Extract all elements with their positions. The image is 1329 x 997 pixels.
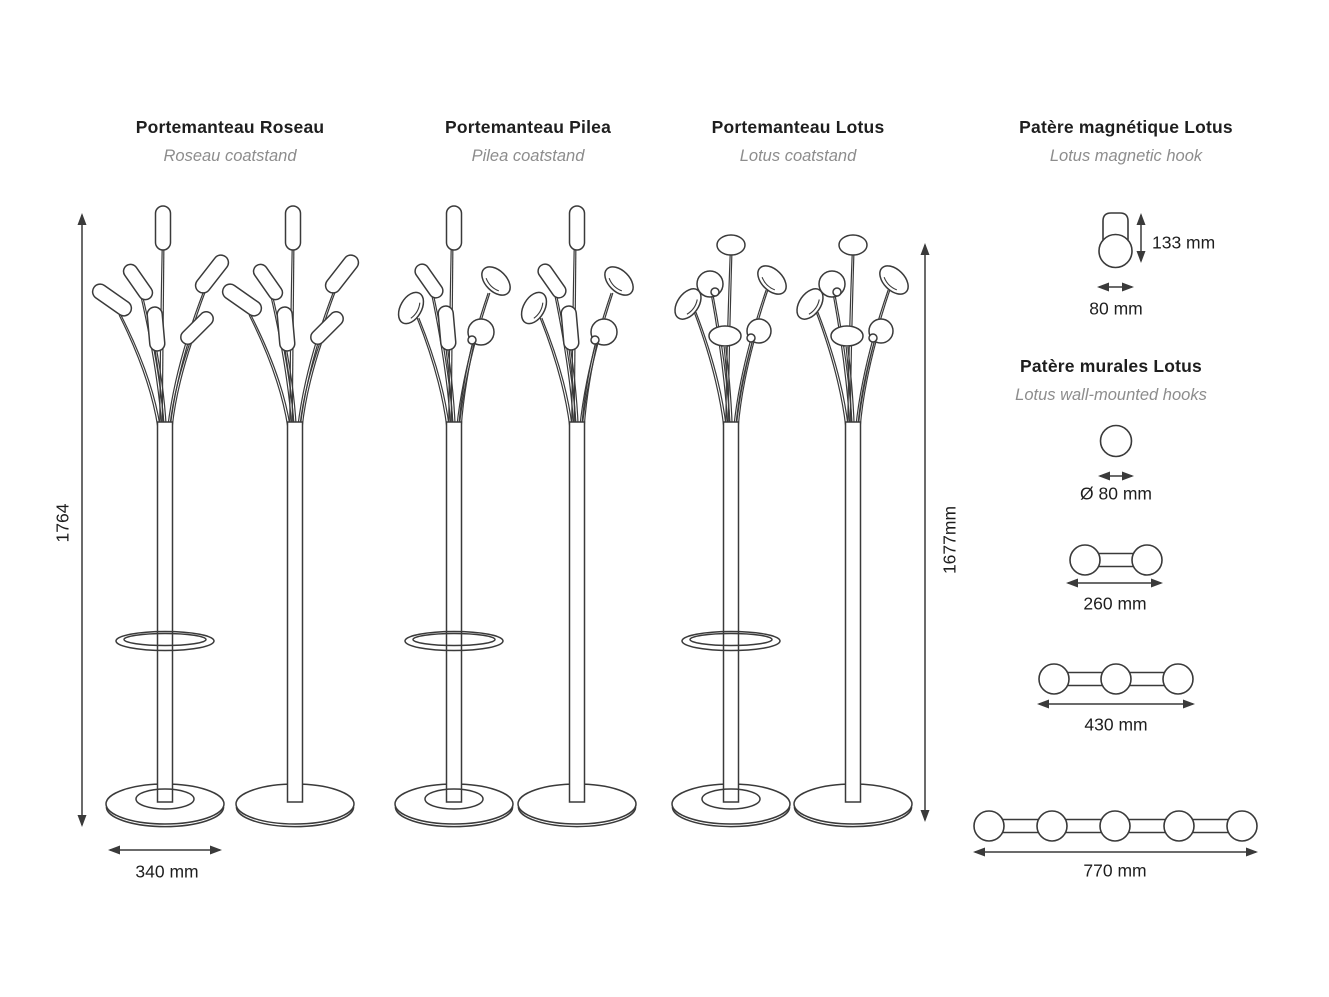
wall-hooks-title: Patère murales Lotus	[1020, 356, 1202, 376]
header-wall-hooks: Patère murales Lotus Lotus wall-mounted …	[971, 356, 1251, 405]
header-pilea: Portemanteau Pilea Pilea coatstand	[388, 117, 668, 166]
dimension-arrow-height-1677	[920, 243, 930, 822]
dimension-arrow-260	[1066, 578, 1163, 588]
coatstand-lotus-with-ring	[671, 234, 791, 828]
wall-hook-five-drawing	[973, 810, 1258, 842]
magnetic-hook-subtitle: Lotus magnetic hook	[1049, 147, 1203, 165]
wall-hook-double-drawing	[1069, 544, 1163, 576]
lotus-title: Portemanteau Lotus	[711, 117, 885, 137]
coatstand-lotus-plain	[793, 234, 913, 828]
dim-label-hook-133: 133 mm	[1152, 232, 1216, 253]
dimension-arrow-hook-133	[1136, 213, 1146, 263]
wall-hooks-subtitle: Lotus wall-mounted hooks	[1015, 386, 1207, 404]
dimension-arrow-base-340	[108, 845, 222, 855]
dim-label-770: 770 mm	[1083, 860, 1147, 881]
pilea-subtitle: Pilea coatstand	[471, 147, 585, 165]
dim-label-260: 260 mm	[1083, 593, 1147, 614]
header-magnetic-hook: Patère magnétique Lotus Lotus magnetic h…	[986, 117, 1266, 166]
coatstand-pilea-with-ring	[394, 205, 514, 828]
dimension-arrow-hook-80	[1097, 282, 1134, 292]
header-lotus: Portemanteau Lotus Lotus coatstand	[658, 117, 938, 166]
coatstand-pilea-plain	[517, 205, 637, 828]
coatstand-roseau-plain	[221, 205, 360, 828]
dim-label-430: 430 mm	[1084, 714, 1148, 735]
wall-hook-triple-drawing	[1038, 663, 1194, 695]
dimension-arrow-430	[1037, 699, 1195, 709]
magnetic-hook-drawing	[1098, 212, 1133, 269]
coatstand-roseau-with-ring	[91, 205, 230, 828]
dimension-arrow-diameter-80	[1098, 471, 1134, 481]
dimension-arrow-770	[973, 847, 1258, 857]
dim-label-base-340: 340 mm	[135, 861, 199, 882]
dim-label-diameter-80: Ø 80 mm	[1080, 483, 1152, 504]
roseau-subtitle: Roseau coatstand	[163, 147, 297, 165]
roseau-title: Portemanteau Roseau	[135, 117, 325, 137]
header-roseau: Portemanteau Roseau Roseau coatstand	[90, 117, 370, 166]
dim-label-height-1677: 1677mm	[939, 505, 960, 575]
dimension-arrow-height-1764	[77, 213, 87, 827]
pilea-title: Portemanteau Pilea	[444, 117, 612, 137]
wall-hook-single-drawing	[1099, 424, 1133, 458]
magnetic-hook-title: Patère magnétique Lotus	[1019, 117, 1233, 137]
dim-label-height-1764: 1764	[52, 503, 73, 543]
dim-label-hook-80: 80 mm	[1089, 298, 1143, 319]
lotus-subtitle: Lotus coatstand	[739, 147, 857, 165]
